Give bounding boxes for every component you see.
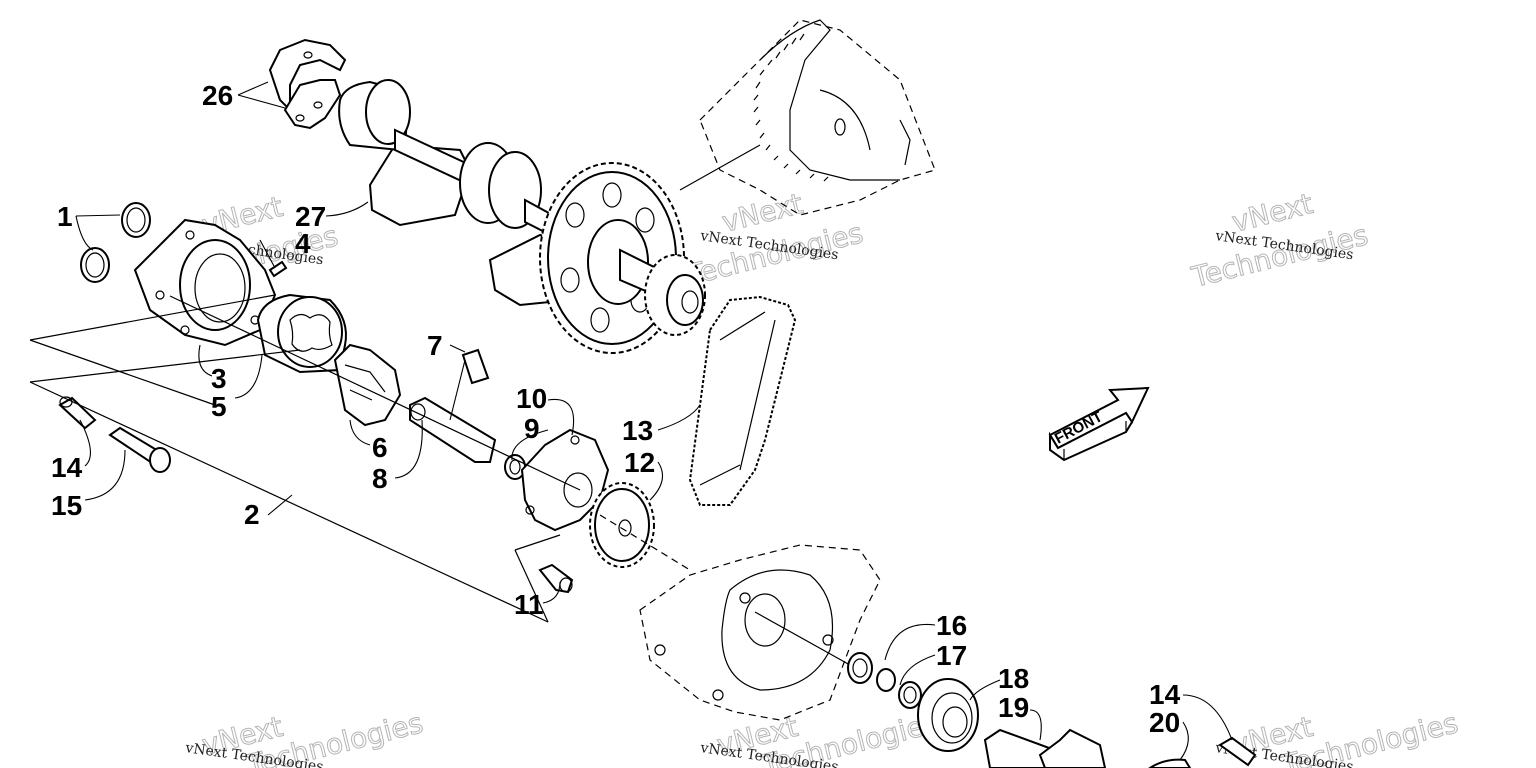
callout-12: 12 [624, 447, 655, 478]
callout-26: 26 [202, 80, 233, 111]
lower-shaft [983, 728, 1107, 768]
callout-11: 11 [514, 589, 544, 620]
main-bearing [268, 38, 347, 130]
lower-ring-partial [1148, 758, 1192, 768]
watermark-lower-middle: vNext Technologies vNext Technologies [698, 706, 941, 768]
callout-10: 10 [516, 383, 547, 414]
callout-8: 8 [372, 463, 388, 494]
engine-case-lower [639, 544, 881, 721]
callout-16: 16 [936, 610, 967, 641]
o-ring-upper [121, 202, 151, 238]
washer [898, 681, 922, 709]
callout-14-lower: 14 [1149, 679, 1181, 710]
engine-case-upper [679, 19, 936, 216]
front-direction-arrow: FRONT [1048, 386, 1150, 462]
o-ring-lower [80, 247, 110, 283]
callout-4: 4 [295, 228, 311, 259]
bearing-cup [917, 678, 979, 752]
drive-chain [688, 295, 797, 506]
dowel-sleeve [58, 396, 97, 430]
callout-3: 3 [211, 363, 227, 394]
callout-20: 20 [1149, 707, 1180, 738]
callout-9: 9 [524, 413, 540, 444]
svg-text:vNext: vNext [719, 187, 806, 239]
callout-6: 6 [372, 432, 388, 463]
callout-2: 2 [244, 499, 260, 530]
callout-7: 7 [427, 330, 443, 361]
outer-rotor [256, 293, 347, 374]
watermark-lower-left: vNext Technologies vNext Technologies [183, 706, 426, 768]
housing-bolt [108, 426, 171, 473]
callout-27: 27 [295, 201, 326, 232]
lower-dowel [1218, 736, 1257, 767]
callout-14: 14 [51, 452, 83, 483]
watermark-upper-right: vNext Technologies vNext Technologies [1187, 186, 1371, 294]
leader-lines [75, 81, 1233, 761]
callout-18: 18 [998, 663, 1029, 694]
dowel-pin [268, 260, 288, 278]
inner-rotor [333, 343, 402, 427]
callout-1: 1 [57, 201, 73, 232]
callout-5: 5 [211, 391, 227, 422]
pump-sprocket [589, 482, 655, 568]
cover-screw [538, 563, 574, 594]
seal [847, 652, 873, 684]
callout-15: 15 [51, 490, 82, 521]
snap-ring [876, 668, 896, 692]
callout-13: 13 [622, 415, 653, 446]
callout-labels: 1 26 27 4 3 5 7 6 8 10 9 13 12 14 15 2 1… [51, 80, 1181, 738]
crank-sprocket [644, 254, 706, 336]
callout-17: 17 [936, 640, 967, 671]
drive-pin [461, 348, 490, 385]
watermark-upper-middle: vNext Technologies vNext Technologies [682, 186, 866, 292]
callout-19: 19 [998, 692, 1029, 723]
